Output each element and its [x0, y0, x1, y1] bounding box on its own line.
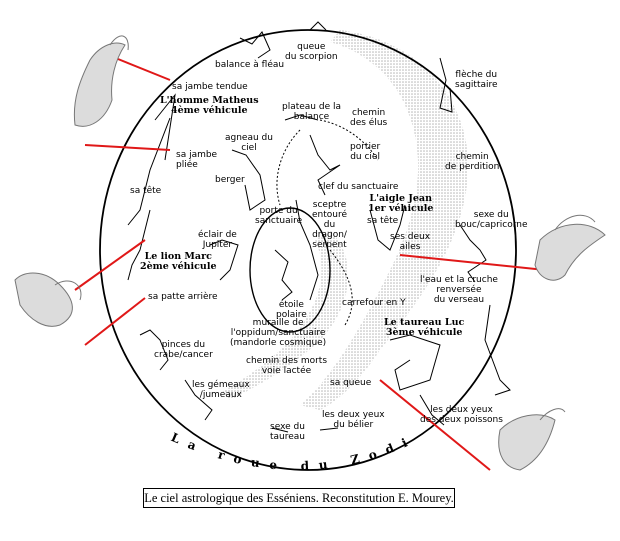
label-carrefour: carrefour en Y: [342, 298, 406, 308]
svg-text:La roue du Zodiaque: La roue du Zodiaque: [0, 0, 409, 473]
label-chemin-morts: chemin des morts voie lactée: [246, 356, 328, 376]
label-fleche-sagittaire: flèche du sagittaire: [455, 70, 498, 90]
label-plateau: plateau de la balance: [282, 102, 342, 122]
milky-way-inner: [222, 230, 349, 400]
label-queue-scorpion: queue du scorpion: [285, 42, 338, 62]
constellation-man: [127, 117, 171, 226]
label-agneau: agneau du ciel: [225, 133, 273, 153]
dashed-path: [319, 119, 379, 161]
pointer-line: [84, 297, 146, 346]
label-tete-1: sa tête: [130, 186, 162, 196]
label-patte-arriere: sa patte arrière: [148, 292, 218, 302]
label-lion-marc: Le lion Marc 2ème véhicule: [140, 251, 217, 272]
dashed-path: [276, 129, 301, 206]
pointer-line: [74, 239, 146, 291]
label-gemeaux: les gémeaux /jumeaux: [192, 380, 250, 400]
constellation-sexe-taureau: [271, 427, 289, 433]
constellation-verseau: [484, 304, 511, 396]
label-tete-2: sa tête: [367, 216, 399, 226]
caption: Le ciel astrologique des Esséniens. Reco…: [143, 488, 455, 508]
milky-way-outer: [300, 30, 469, 410]
label-eau-verseau: l'eau et la cruche renversée du verseau: [420, 275, 498, 305]
label-sexe-taureau: sexe du taureau: [270, 422, 306, 442]
angel-figure: [73, 35, 129, 127]
label-sexe-bouc: sexe du bouc/capricorne: [455, 210, 528, 230]
eagle-figure: [534, 214, 606, 281]
label-deux-ailes: ses deux ailes: [390, 232, 431, 252]
ring-title-text: La roue du Zodiaque: [0, 0, 409, 473]
mandorla: [249, 207, 331, 333]
pointer-line: [107, 54, 171, 81]
label-yeux-belier: les deux yeux du bélier: [322, 410, 385, 430]
constellation-plateau: [284, 114, 319, 121]
pointer-line: [84, 144, 171, 151]
label-porte: porte du sanctuaire: [255, 206, 303, 226]
constellation-sceptre: [295, 199, 319, 301]
constellation-balance: [239, 31, 271, 59]
constellation-portier: [309, 134, 341, 196]
pointer-line: [379, 379, 491, 471]
label-sa-queue: sa queue: [330, 378, 372, 388]
constellation-belier: [319, 427, 339, 431]
lion-figure: [14, 272, 82, 327]
constellation-gemeaux: [184, 379, 213, 421]
constellation-lion: [127, 209, 151, 281]
label-balance: balance à fléau: [215, 60, 285, 70]
label-clef: clef du sanctuaire: [318, 182, 399, 192]
label-deux-yeux-poissons: les deux yeux des deux poissons: [420, 405, 503, 425]
constellation-scorpion: [309, 21, 327, 31]
label-homme-matheus: L'homme Matheus 4ème véhicule: [160, 95, 259, 116]
label-muraille: muraille de l'oppidum/sanctuaire (mandor…: [230, 318, 327, 348]
label-aigle-jean: L'aigle Jean 1er véhicule: [368, 193, 434, 214]
constellation-cancer: [139, 329, 169, 371]
constellation-man: [154, 93, 176, 161]
label-pinces: pinces du crabe/cancer: [154, 340, 213, 360]
label-jambe-tendue: sa jambe tendue: [172, 82, 248, 92]
label-chemin-perdition: chemin de perdition: [445, 152, 500, 172]
label-eclair: éclair de Jupiter: [198, 230, 237, 250]
constellation-capricorn: [459, 224, 487, 283]
constellation-sagittarius: [439, 57, 453, 113]
label-portier: portier du ciel: [350, 142, 381, 162]
label-jambe-pliee: sa jambe pliée: [176, 150, 218, 170]
label-chemin-elus: chemin des élus: [350, 108, 388, 128]
dashed-path: [329, 249, 353, 326]
pointer-line: [399, 254, 546, 271]
constellation-poissons: [419, 394, 445, 426]
zodiac-circle: [99, 29, 517, 471]
bull-figure: [498, 408, 566, 471]
constellation-taureau: [389, 334, 441, 391]
label-etoile-polaire: étoile polaire: [276, 300, 307, 320]
constellation-eagle: [369, 204, 406, 251]
label-berger: berger: [215, 175, 245, 185]
constellation-polaire: [274, 249, 293, 301]
label-taureau-luc: Le taureau Luc 3ème véhicule: [384, 317, 465, 338]
label-sceptre: sceptre entouré du dragon/ serpent: [312, 200, 348, 250]
constellation-eclair: [209, 239, 239, 281]
constellation-agneau: [231, 149, 266, 211]
